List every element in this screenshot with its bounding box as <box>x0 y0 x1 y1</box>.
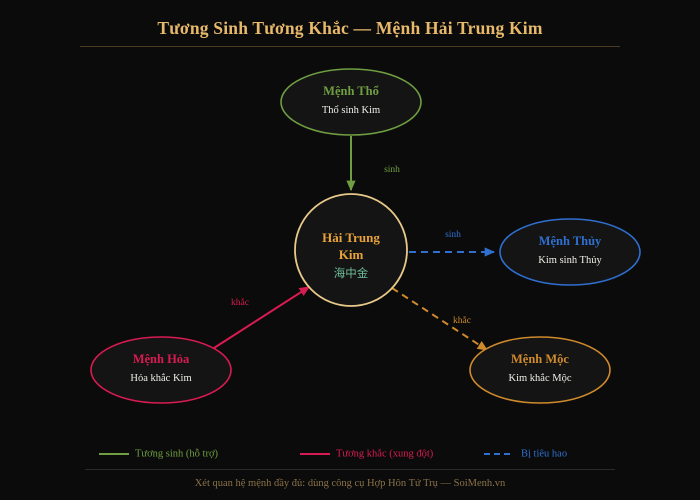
legend-item-bi-tieu-hao: Bị tiêu hao <box>484 448 567 459</box>
edge-tho-to-kim: sinh <box>346 136 400 192</box>
node-menh-tho-subtitle: Thổ sinh Kim <box>322 105 380 116</box>
node-menh-moc-title: Mệnh Mộc <box>511 352 569 366</box>
node-menh-thuy-title: Mệnh Thủy <box>539 234 602 248</box>
edge-hoa-to-kim: khắc <box>213 286 310 349</box>
node-menh-thuy-subtitle: Kim sinh Thủy <box>538 255 602 266</box>
legend-label-tuong-khac: Tương khắc (xung đột) <box>336 448 434 459</box>
node-menh-tho-title: Mệnh Thổ <box>323 84 379 98</box>
node-menh-tho-shape[interactable] <box>280 68 422 136</box>
node-menh-tho[interactable]: Mệnh Thổ Thổ sinh Kim <box>280 68 422 136</box>
edge-kim-to-thuy: sinh <box>409 230 496 257</box>
legend-label-tuong-sinh: Tương sinh (hỗ trợ) <box>135 448 218 459</box>
edge-label-hoa-kim: khắc <box>231 297 249 308</box>
edge-label-tho-kim: sinh <box>384 165 400 175</box>
node-menh-moc[interactable]: Mệnh Mộc Kim khắc Mộc <box>469 336 611 404</box>
node-hai-trung-kim-line2: Kim <box>339 247 364 262</box>
node-hai-trung-kim[interactable]: Hải Trung Kim 海中金 <box>294 193 408 307</box>
edge-label-kim-thuy: sinh <box>445 230 461 240</box>
node-menh-moc-subtitle: Kim khắc Mộc <box>509 373 572 384</box>
node-hai-trung-kim-shape[interactable] <box>294 193 408 307</box>
legend: Tương sinh (hỗ trợ) Tương khắc (xung đột… <box>99 448 567 459</box>
title-divider <box>80 46 620 47</box>
node-menh-thuy[interactable]: Mệnh Thủy Kim sinh Thủy <box>499 218 641 286</box>
node-menh-hoa[interactable]: Mệnh Hỏa Hỏa khắc Kim <box>90 336 232 404</box>
node-menh-hoa-subtitle: Hỏa khắc Kim <box>130 373 191 384</box>
node-menh-moc-shape[interactable] <box>469 336 611 404</box>
node-hai-trung-kim-line1: Hải Trung <box>322 230 380 245</box>
edge-line-hoa-kim <box>213 286 310 349</box>
node-menh-thuy-shape[interactable] <box>499 218 641 286</box>
edge-label-kim-moc: khắc <box>453 315 471 326</box>
node-hai-trung-kim-chinese: 海中金 <box>334 266 369 280</box>
legend-label-bi-tieu-hao: Bị tiêu hao <box>521 448 567 459</box>
edge-kim-to-moc: khắc <box>391 287 488 351</box>
edge-line-kim-moc <box>391 287 488 351</box>
footer-note: Xét quan hệ mệnh đầy đủ: dùng công cụ Hợ… <box>194 478 506 489</box>
node-menh-hoa-shape[interactable] <box>90 336 232 404</box>
legend-item-tuong-khac: Tương khắc (xung đột) <box>300 448 434 459</box>
footer-divider <box>85 469 615 470</box>
legend-item-tuong-sinh: Tương sinh (hỗ trợ) <box>99 448 218 459</box>
page-title: Tương Sinh Tương Khắc — Mệnh Hải Trung K… <box>157 18 543 38</box>
node-menh-hoa-title: Mệnh Hỏa <box>133 352 190 366</box>
